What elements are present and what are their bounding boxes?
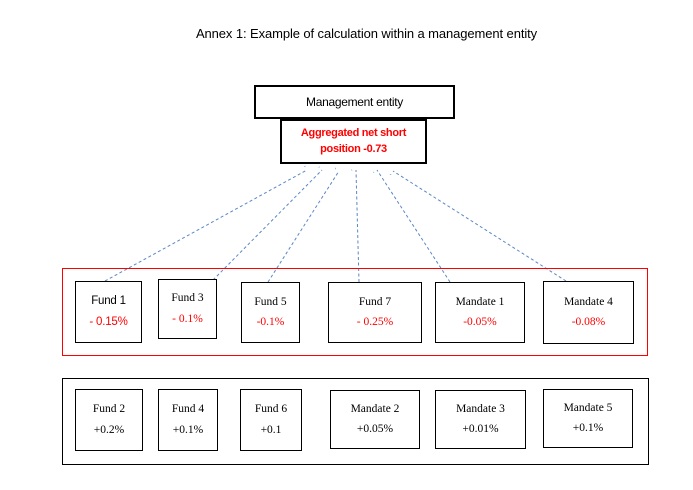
fund-1-box: Fund 1 - 0.15%: [75, 281, 142, 343]
fund-7-value: - 0.25%: [356, 316, 394, 328]
arrow-mandate-1: [377, 169, 451, 283]
fund-7-box: Fund 7 - 0.25%: [328, 282, 422, 343]
fund-5-label: Fund 5: [254, 295, 287, 308]
mandate-4-label: Mandate 4: [564, 295, 613, 308]
aggregated-position-line1: Aggregated net short: [300, 127, 407, 140]
fund-1-label: Fund 1: [91, 295, 126, 307]
page-title: Annex 1: Example of calculation within a…: [195, 26, 538, 41]
mandate-4-box: Mandate 4 -0.08%: [543, 281, 634, 344]
mandate-2-label: Mandate 2: [350, 402, 400, 415]
fund-1-value: - 0.15%: [89, 315, 128, 328]
arrow-fund-5: [267, 171, 340, 283]
short-positions-group: [62, 268, 648, 356]
fund-4-value: +0.1%: [172, 423, 204, 436]
arrow-fund-7: [356, 170, 360, 283]
arrow-mandate-4: [393, 170, 567, 282]
fund-2-value: +0.2%: [93, 423, 125, 436]
fund-4-box: Fund 4 +0.1%: [158, 389, 218, 451]
mandate-1-value: -0.05%: [463, 316, 497, 328]
mandate-2-box: Mandate 2 +0.05%: [330, 390, 420, 449]
arrow-fund-3: [212, 170, 323, 281]
aggregated-position-line2: position -0.73: [320, 142, 387, 155]
mandate-1-box: Mandate 1 -0.05%: [435, 282, 525, 343]
fund-4-label: Fund 4: [171, 403, 205, 415]
management-entity-box: Management entity: [254, 85, 455, 119]
fund-6-value: +0.1: [260, 423, 282, 436]
management-entity-label: Management entity: [306, 95, 403, 109]
mandate-4-value: -0.08%: [571, 316, 606, 328]
arrow-fund-1: [104, 170, 308, 282]
mandate-3-value: +0.01%: [462, 423, 499, 435]
fund-6-label: Fund 6: [254, 403, 288, 415]
fund-5-box: Fund 5 -0.1%: [241, 282, 300, 343]
mandate-1-label: Mandate 1: [455, 295, 505, 308]
aggregated-position-box: Aggregated net short position -0.73: [280, 119, 427, 164]
mandate-5-box: Mandate 5 +0.1%: [543, 389, 633, 448]
fund-6-box: Fund 6 +0.1: [240, 389, 302, 451]
fund-3-value: - 0.1%: [172, 312, 203, 325]
fund-2-label: Fund 2: [92, 403, 126, 415]
fund-5-value: -0.1%: [256, 316, 285, 328]
mandate-3-label: Mandate 3: [456, 402, 505, 415]
fund-3-label: Fund 3: [171, 292, 204, 304]
mandate-2-value: +0.05%: [356, 423, 394, 435]
mandate-3-box: Mandate 3 +0.01%: [435, 390, 526, 449]
fund-3-box: Fund 3 - 0.1%: [158, 279, 217, 339]
fund-7-label: Fund 7: [358, 295, 392, 308]
mandate-5-label: Mandate 5: [563, 401, 613, 414]
mandate-5-value: +0.1%: [572, 422, 604, 434]
long-positions-group: [62, 378, 649, 465]
fund-2-box: Fund 2 +0.2%: [75, 389, 143, 451]
